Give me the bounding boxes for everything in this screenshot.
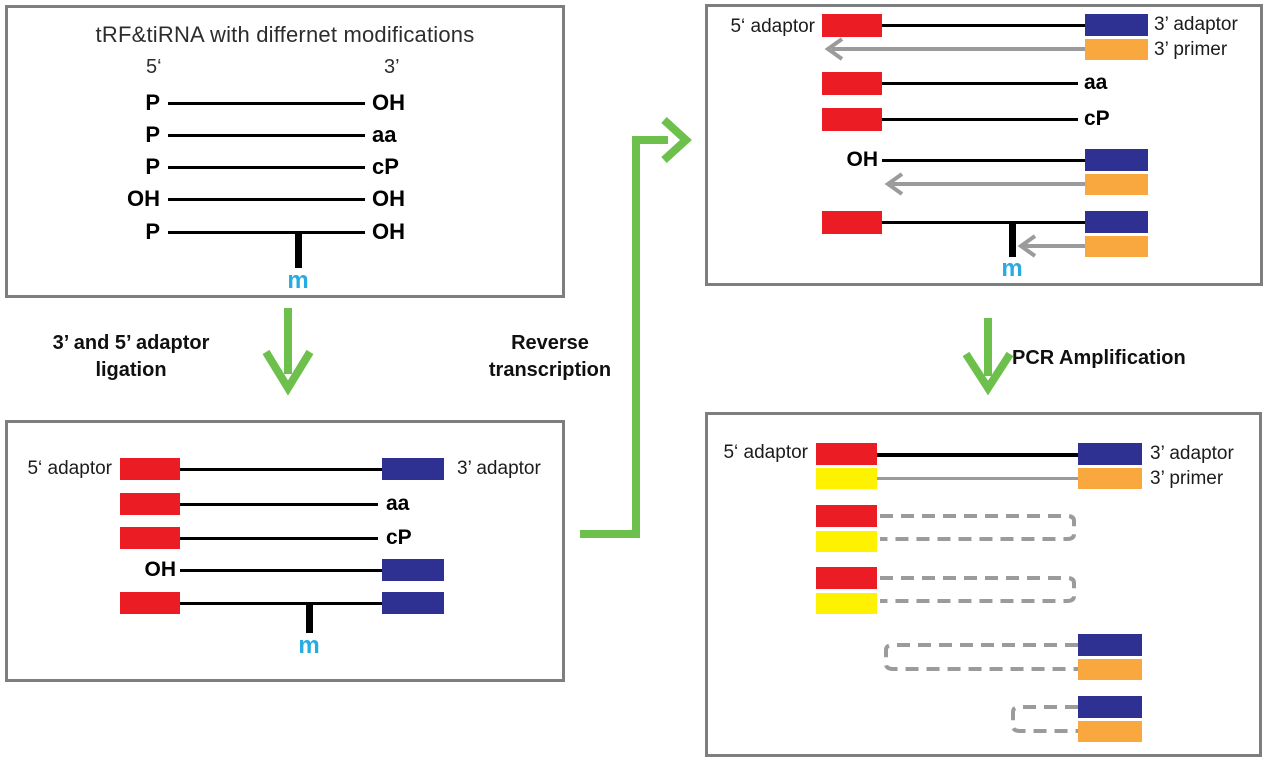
rt-step-line2: transcription xyxy=(488,359,612,381)
three-adaptor-box xyxy=(1078,634,1142,656)
three-adaptor-box xyxy=(382,559,444,581)
three-adaptor-box xyxy=(382,458,444,480)
oh-label: OH xyxy=(846,148,879,171)
cdna-arrow-icons xyxy=(824,37,1085,258)
strand-line xyxy=(882,118,1078,121)
five-adaptor-box xyxy=(816,505,877,527)
methylation-tick xyxy=(1009,221,1016,257)
strand-line xyxy=(180,569,382,572)
strand-line xyxy=(180,503,378,506)
five-adaptor-box xyxy=(120,493,180,515)
panel-modifications: tRF&tiRNA with differnet modifications 5… xyxy=(5,5,565,298)
oh-label: OH xyxy=(144,558,177,581)
cp-label: cP xyxy=(386,526,412,549)
strand-right-label: aa xyxy=(372,122,397,147)
strand-left-label: OH xyxy=(127,186,160,211)
three-adaptor-box xyxy=(1085,14,1148,36)
three-adaptor-label: 3’ adaptor xyxy=(1154,14,1238,35)
panel-reverse-transcription: 5‘ adaptor 3’ adaptor 3’ primer aa cP OH… xyxy=(705,4,1263,286)
ligation-step-line2: ligation xyxy=(95,359,167,381)
aa-label: aa xyxy=(1084,71,1108,94)
five-primer-box xyxy=(816,531,877,552)
rt-step-label: Reverse transcription xyxy=(452,330,648,384)
strand-line xyxy=(882,24,1085,27)
three-primer-box xyxy=(1078,659,1142,680)
strand-right-label: OH xyxy=(372,90,405,115)
strand-line xyxy=(168,166,365,169)
strand-line xyxy=(180,537,378,540)
amplification-loop-icons xyxy=(880,514,1078,733)
three-adaptor-box xyxy=(1078,696,1142,718)
five-adaptor-box xyxy=(816,567,877,589)
five-primer-box xyxy=(816,593,877,614)
three-prime-end-label: 3’ xyxy=(384,56,400,78)
methylation-label: m xyxy=(1001,255,1023,282)
strand-line xyxy=(168,231,365,234)
strand-left-label: P xyxy=(145,154,160,179)
strand-left-label: P xyxy=(145,122,160,147)
five-adaptor-label: 5‘ adaptor xyxy=(730,16,815,37)
five-adaptor-label: 5‘ adaptor xyxy=(27,458,112,479)
strand-line xyxy=(180,468,382,471)
pcr-step-label: PCR Amplification xyxy=(1012,347,1186,369)
three-primer-box xyxy=(1085,39,1148,60)
methylation-label: m xyxy=(287,267,309,294)
three-primer-label: 3’ primer xyxy=(1150,468,1224,489)
methylation-label: m xyxy=(298,632,320,659)
five-adaptor-box xyxy=(822,14,882,37)
cp-label: cP xyxy=(1084,107,1110,130)
strand-right-label: OH xyxy=(372,186,405,211)
strand-line xyxy=(882,159,1085,162)
panel-ligation: 5‘ adaptor 3’ adaptor aa cP OH m xyxy=(5,420,565,682)
strand-line xyxy=(882,82,1078,85)
three-adaptor-box xyxy=(1085,211,1148,233)
five-adaptor-box xyxy=(822,211,882,234)
five-primer-box xyxy=(816,468,877,489)
strand-line xyxy=(168,102,365,105)
five-adaptor-box xyxy=(120,592,180,614)
rt-step-line1: Reverse xyxy=(511,332,589,354)
panel-pcr: 5‘ adaptor 3’ adaptor 3’ primer xyxy=(705,412,1262,757)
three-primer-box xyxy=(1085,236,1148,257)
five-adaptor-box xyxy=(822,72,882,95)
strand-line xyxy=(180,602,382,605)
five-adaptor-box xyxy=(822,108,882,131)
three-adaptor-label: 3’ adaptor xyxy=(457,458,541,479)
five-adaptor-label: 5‘ adaptor xyxy=(723,442,808,463)
five-prime-end-label: 5‘ xyxy=(146,56,162,78)
five-adaptor-box xyxy=(120,527,180,549)
dashed-loop-icon xyxy=(880,514,1078,733)
ligation-step-line1: 3’ and 5’ adaptor xyxy=(52,332,210,354)
three-adaptor-box xyxy=(382,592,444,614)
down-arrow-icon xyxy=(962,318,1014,396)
aa-label: aa xyxy=(386,492,410,515)
cdna-strand-line xyxy=(877,477,1078,480)
strand-left-label: P xyxy=(145,90,160,115)
three-primer-label: 3’ primer xyxy=(1154,39,1228,60)
elbow-arrow-icon xyxy=(580,117,692,538)
down-arrow-icon xyxy=(262,308,314,396)
methylation-tick xyxy=(306,602,313,633)
strand-line xyxy=(882,221,1085,224)
strand-left-label: P xyxy=(145,219,160,244)
five-adaptor-box xyxy=(816,443,877,465)
methylation-tick xyxy=(295,231,302,268)
strand-right-label: cP xyxy=(372,154,399,179)
three-adaptor-label: 3’ adaptor xyxy=(1150,443,1234,464)
three-primer-box xyxy=(1078,721,1142,742)
modifications-title: tRF&tiRNA with differnet modifications xyxy=(95,22,475,47)
three-primer-box xyxy=(1085,174,1148,195)
three-primer-box xyxy=(1078,468,1142,489)
three-adaptor-box xyxy=(1085,149,1148,171)
strand-right-label: OH xyxy=(372,219,405,244)
strand-line xyxy=(877,453,1078,457)
three-adaptor-box xyxy=(1078,443,1142,465)
strand-line xyxy=(168,134,365,137)
ligation-step-label: 3’ and 5’ adaptor ligation xyxy=(16,330,246,384)
five-adaptor-box xyxy=(120,458,180,480)
cdna-arrow-icon xyxy=(824,37,1085,258)
strand-line xyxy=(168,198,365,201)
